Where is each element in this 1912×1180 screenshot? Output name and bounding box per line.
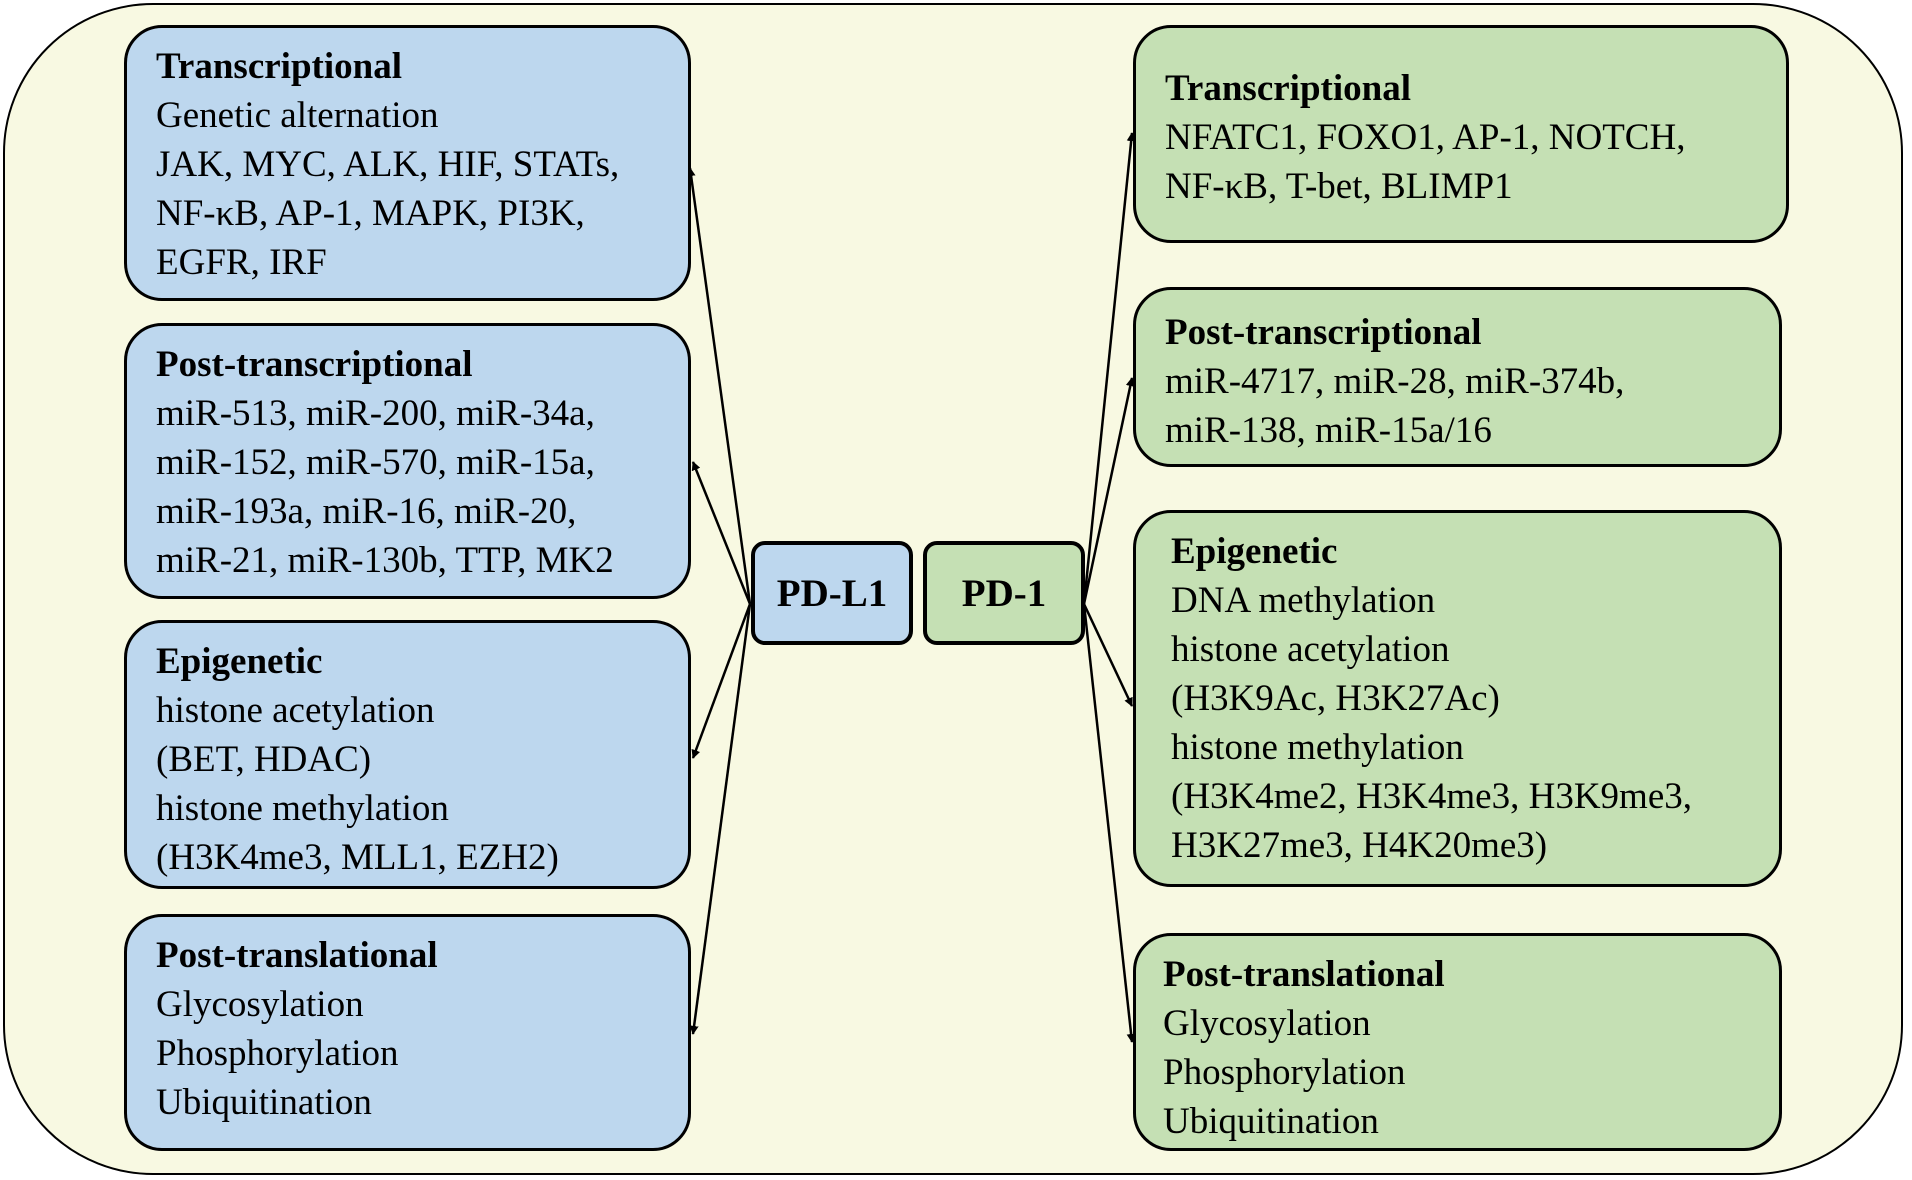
box-line: miR-193a, miR-16, miR-20,: [156, 491, 577, 532]
box-title: Transcriptional: [156, 46, 402, 87]
box-line: Phosphorylation: [156, 1033, 399, 1074]
pdl1-node: PD-L1: [751, 541, 913, 645]
box-line: histone methylation: [156, 788, 449, 829]
box-line: Ubiquitination: [156, 1082, 372, 1123]
box-line: miR-513, miR-200, miR-34a,: [156, 393, 595, 434]
box-line: (H3K4me3, MLL1, EZH2): [156, 837, 559, 878]
pdl1-epigenetic-box: Epigenetic histone acetylation (BET, HDA…: [124, 620, 691, 889]
box-line: miR-152, miR-570, miR-15a,: [156, 442, 595, 483]
box-line: miR-21, miR-130b, TTP, MK2: [156, 540, 614, 581]
box-line: Genetic alternation: [156, 95, 439, 136]
pdl1-transcriptional-box: Transcriptional Genetic alternation JAK,…: [124, 25, 691, 301]
box-line: Ubiquitination: [1163, 1101, 1379, 1142]
box-line: histone methylation: [1171, 727, 1464, 768]
box-title: Transcriptional: [1165, 68, 1411, 109]
pd1-transcriptional-box: Transcriptional NFATC1, FOXO1, AP-1, NOT…: [1133, 25, 1789, 243]
box-title: Post-translational: [1163, 954, 1445, 995]
box-line: Glycosylation: [156, 984, 364, 1025]
box-title: Epigenetic: [1171, 531, 1338, 572]
box-line: (H3K9Ac, H3K27Ac): [1171, 678, 1500, 719]
box-line: miR-138, miR-15a/16: [1165, 410, 1492, 451]
pd1-post-transcriptional-box: Post-transcriptional miR-4717, miR-28, m…: [1133, 287, 1782, 467]
box-line: (H3K4me2, H3K4me3, H3K9me3,: [1171, 776, 1692, 817]
box-line: H3K27me3, H4K20me3): [1171, 825, 1548, 866]
box-line: Phosphorylation: [1163, 1052, 1406, 1093]
box-line: Glycosylation: [1163, 1003, 1371, 1044]
box-line: histone acetylation: [156, 690, 435, 731]
pd1-post-translational-box: Post-translational Glycosylation Phospho…: [1133, 933, 1782, 1151]
box-line: miR-4717, miR-28, miR-374b,: [1165, 361, 1625, 402]
box-line: EGFR, IRF: [156, 242, 327, 283]
box-line: histone acetylation: [1171, 629, 1450, 670]
pdl1-post-transcriptional-box: Post-transcriptional miR-513, miR-200, m…: [124, 323, 691, 599]
box-title: Post-transcriptional: [156, 344, 473, 385]
box-title: Post-transcriptional: [1165, 312, 1482, 353]
pd1-epigenetic-box: Epigenetic DNA methylation histone acety…: [1133, 510, 1782, 887]
box-title: Epigenetic: [156, 641, 323, 682]
pdl1-post-translational-box: Post-translational Glycosylation Phospho…: [124, 914, 691, 1151]
box-line: NF-κB, T-bet, BLIMP1: [1165, 166, 1513, 207]
pd1-label: PD-1: [961, 571, 1047, 615]
box-line: DNA methylation: [1171, 580, 1436, 621]
box-line: (BET, HDAC): [156, 739, 372, 780]
pdl1-label: PD-L1: [776, 571, 888, 615]
box-line: JAK, MYC, ALK, HIF, STATs,: [156, 144, 620, 185]
box-line: NFATC1, FOXO1, AP-1, NOTCH,: [1165, 117, 1686, 158]
box-line: NF-κB, AP-1, MAPK, PI3K,: [156, 193, 585, 234]
box-title: Post-translational: [156, 935, 438, 976]
pd1-node: PD-1: [923, 541, 1085, 645]
